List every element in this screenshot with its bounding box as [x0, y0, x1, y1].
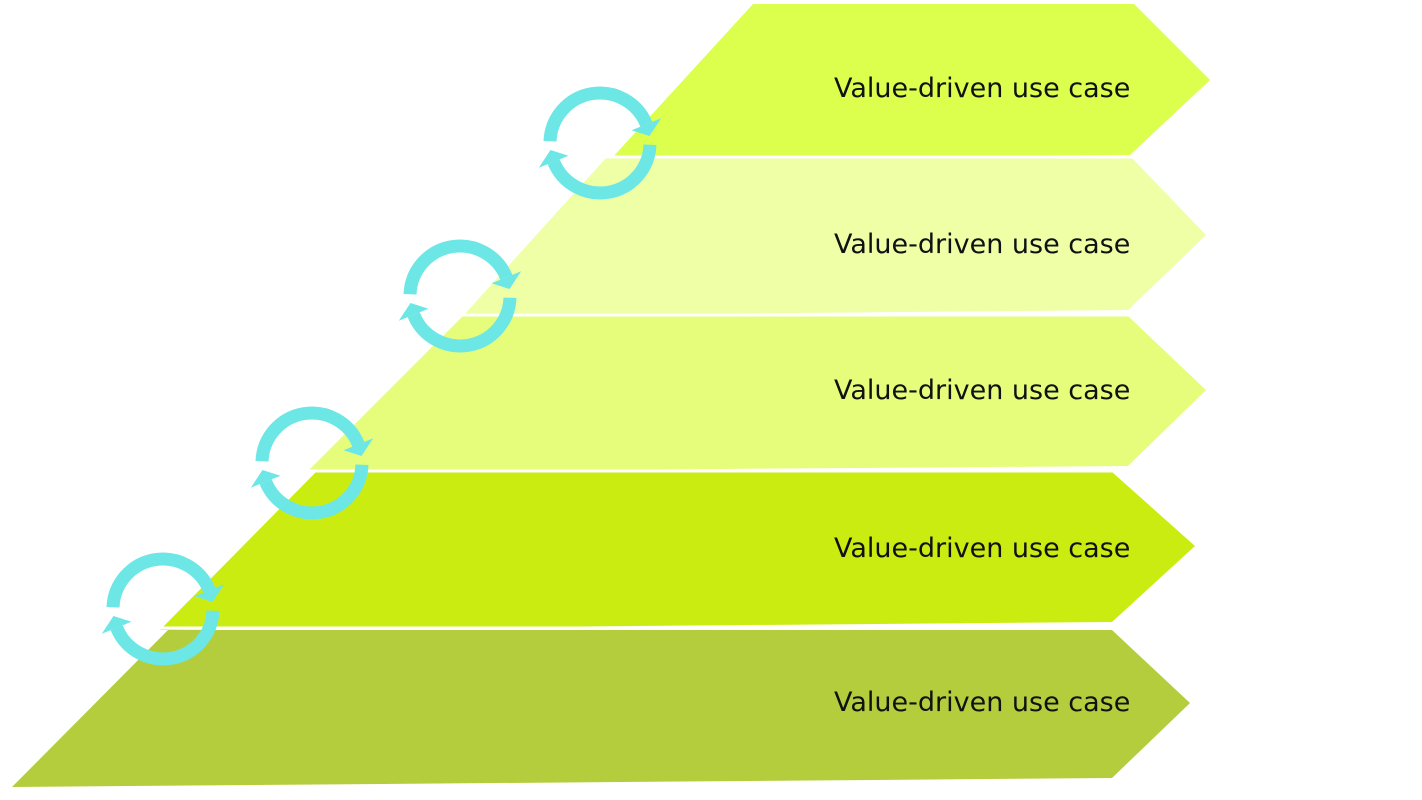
band-4-label: Value-driven use case — [834, 533, 1130, 564]
band-2 — [463, 158, 1206, 316]
band-4 — [160, 472, 1195, 630]
band-separators — [155, 155, 1140, 630]
cycle-arc — [259, 464, 369, 520]
cycle-arrowhead — [250, 469, 281, 488]
band-1 — [612, 4, 1210, 158]
band-1-label: Value-driven use case — [834, 73, 1130, 104]
cycle-arc — [407, 297, 517, 353]
cycle-arc — [255, 406, 365, 462]
cycle-arrowhead — [631, 118, 662, 137]
cycle-arrowhead — [101, 615, 132, 634]
refresh-cycle-icon — [250, 406, 374, 520]
cycle-arc — [547, 144, 657, 200]
band-3-label: Value-driven use case — [834, 375, 1130, 406]
band-5-label: Value-driven use case — [834, 687, 1130, 718]
band-2-label: Value-driven use case — [834, 229, 1130, 260]
cycle-arc — [106, 552, 216, 608]
refresh-cycle-icon — [538, 86, 662, 200]
refresh-cycle-icon — [101, 552, 225, 666]
cycle-arc — [110, 610, 220, 666]
band-5 — [12, 630, 1190, 787]
cycle-arc — [543, 86, 653, 142]
cycle-arrowhead — [398, 302, 429, 321]
cycle-arrowhead — [194, 584, 225, 603]
cycle-arc — [403, 239, 513, 295]
refresh-cycle-icon — [398, 239, 522, 353]
cycle-arrowhead — [538, 149, 569, 168]
cycle-arrowhead — [343, 438, 374, 457]
band-3 — [307, 316, 1206, 472]
cycle-arrowhead — [491, 271, 522, 290]
